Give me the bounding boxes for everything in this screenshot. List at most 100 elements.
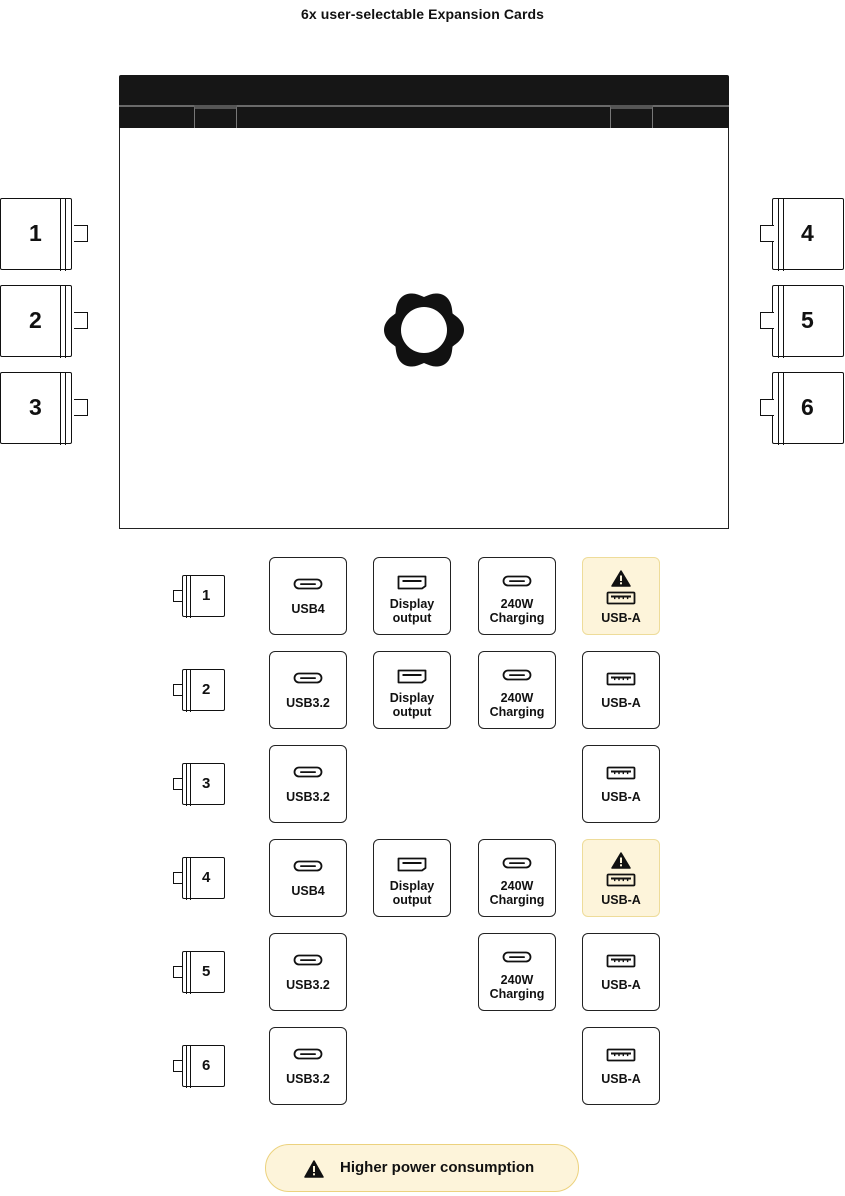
row-slot-2: 2 [172,668,226,712]
expansion-card-option: USB-A [582,651,660,729]
option-label: USB3.2 [270,1072,346,1086]
row-slot-1: 1 [172,574,226,618]
usb-a-port-icon [606,672,636,686]
slot-number: 4 [182,856,225,900]
expansion-slot-2: 2 [0,284,90,358]
option-label: USB3.2 [270,978,346,992]
expansion-card-option: USB3.2 [269,651,347,729]
option-label-line: USB-A [601,978,641,992]
laptop-body [119,128,729,529]
option-label: USB4 [270,602,346,616]
expansion-slot-3: 3 [0,371,90,445]
usb-c-port-icon [502,575,532,587]
slot-number: 2 [0,284,72,358]
usb-c-port-icon [293,766,323,778]
option-label-line: USB-A [601,696,641,710]
expansion-card-option: USB3.2 [269,745,347,823]
row-slot-5: 5 [172,950,226,994]
option-label-line: USB3.2 [286,790,330,804]
slot-number: 5 [182,950,225,994]
usb-c-port-icon [293,1048,323,1060]
expansion-card-option: USB3.2 [269,933,347,1011]
expansion-card-option: USB-A [582,839,660,917]
option-label-line: USB3.2 [286,978,330,992]
slot-connector [173,966,183,978]
usb-c-port-icon [293,860,323,872]
expansion-slot-1: 1 [0,197,90,271]
option-label-line: output [392,893,432,907]
option-label-line: Display [389,597,435,611]
usb-c-port-icon [293,954,323,966]
slot-number: 5 [772,284,844,358]
option-label-line: 240W [500,879,534,893]
legend-higher-power: Higher power consumption [265,1144,579,1192]
slot-number: 6 [182,1044,225,1088]
option-label-line: Charging [489,893,545,907]
option-label: USB-A [583,790,659,804]
usb-c-port-icon [502,857,532,869]
usb-a-port-icon [606,591,636,605]
displayport-icon [397,575,427,590]
warning-triangle-icon [304,1160,324,1178]
row-slot-4: 4 [172,856,226,900]
expansion-card-option: USB-A [582,933,660,1011]
option-label: USB3.2 [270,696,346,710]
slot-connector [74,225,88,242]
slot-connector [74,399,88,416]
laptop-illustration [119,75,729,529]
option-label-line: USB-A [601,611,641,625]
slot-number: 2 [182,668,225,712]
displayport-icon [397,669,427,684]
hinge-right [610,105,653,128]
usb-a-port-icon [606,873,636,887]
expansion-card-option: USB3.2 [269,1027,347,1105]
option-label-line: USB3.2 [286,1072,330,1086]
expansion-card-option: USB4 [269,557,347,635]
slot-connector [173,684,183,696]
warning-triangle-icon [611,852,631,869]
expansion-card-option: USB-A [582,557,660,635]
option-label-line: USB-A [601,1072,641,1086]
usb-c-port-icon [502,669,532,681]
option-label-line: Charging [489,705,545,719]
legend-label: Higher power consumption [340,1159,535,1176]
option-label: USB-A [583,978,659,992]
expansion-card-option: USB-A [582,745,660,823]
slot-number: 1 [182,574,225,618]
slot-number: 6 [772,371,844,445]
option-label-line: output [392,705,432,719]
expansion-card-option: USB-A [582,1027,660,1105]
option-label: USB-A [583,1072,659,1086]
slot-connector [173,1060,183,1072]
slot-connector [74,312,88,329]
option-label-line: USB4 [291,602,325,616]
page-title: 6x user-selectable Expansion Cards [300,6,545,22]
usb-c-port-icon [293,672,323,684]
expansion-slot-6: 6 [755,371,845,445]
option-label-line: Display [389,879,435,893]
slot-connector [173,778,183,790]
expansion-slot-5: 5 [755,284,845,358]
option-label-line: USB4 [291,884,325,898]
option-label: USB-A [583,611,659,625]
slot-connector [173,590,183,602]
option-label: USB-A [583,893,659,907]
laptop-seam [119,105,729,107]
option-label: USB-A [583,696,659,710]
option-label-line: Charging [489,611,545,625]
option-label-line: 240W [500,597,534,611]
usb-a-port-icon [606,954,636,968]
slot-connector [760,312,774,329]
expansion-slot-4: 4 [755,197,845,271]
row-slot-6: 6 [172,1044,226,1088]
option-label-line: 240W [500,973,534,987]
